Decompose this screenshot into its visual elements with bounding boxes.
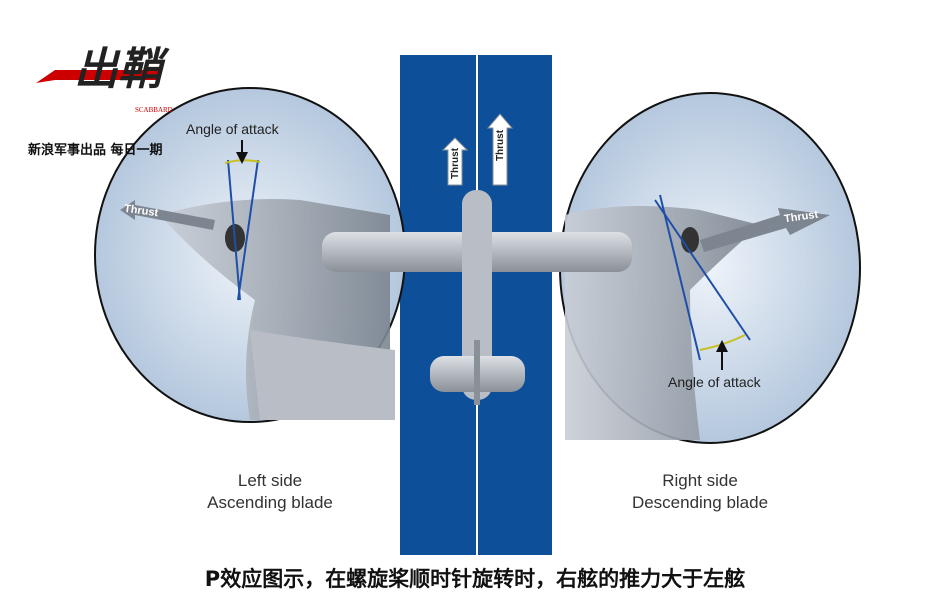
left-side-caption: Left side Ascending blade bbox=[170, 470, 370, 514]
plane-thrust-left-label: Thrust bbox=[450, 147, 462, 180]
left-angle-label: Angle of attack bbox=[186, 121, 279, 137]
left-caption-line1: Left side bbox=[237, 471, 303, 490]
svg-text:出鞘: 出鞘 bbox=[74, 44, 170, 95]
right-side-caption: Right side Descending blade bbox=[600, 470, 800, 514]
right-caption-line2: Descending blade bbox=[631, 493, 769, 512]
thrust-arrow-icon bbox=[700, 208, 830, 252]
airplane bbox=[322, 113, 632, 405]
thrust-arrow-icon bbox=[120, 200, 215, 230]
thrust-arrow-icon bbox=[486, 113, 514, 186]
logo-subtitle: SCABBARD bbox=[135, 106, 173, 114]
thrust-arrow-icon bbox=[441, 137, 469, 186]
figure-caption: P效应图示，在螺旋桨顺时针旋转时，右舷的推力大于左舷 bbox=[204, 567, 746, 591]
logo: 出鞘 SCABBARD bbox=[36, 44, 173, 114]
publisher-text: 新浪军事出品 每日一期 bbox=[28, 143, 163, 158]
right-caption-line1: Right side bbox=[662, 471, 738, 490]
left-caption-line2: Ascending blade bbox=[207, 493, 333, 512]
plane-thrust-right-label: Thrust bbox=[495, 129, 507, 162]
right-angle-label: Angle of attack bbox=[668, 374, 761, 390]
